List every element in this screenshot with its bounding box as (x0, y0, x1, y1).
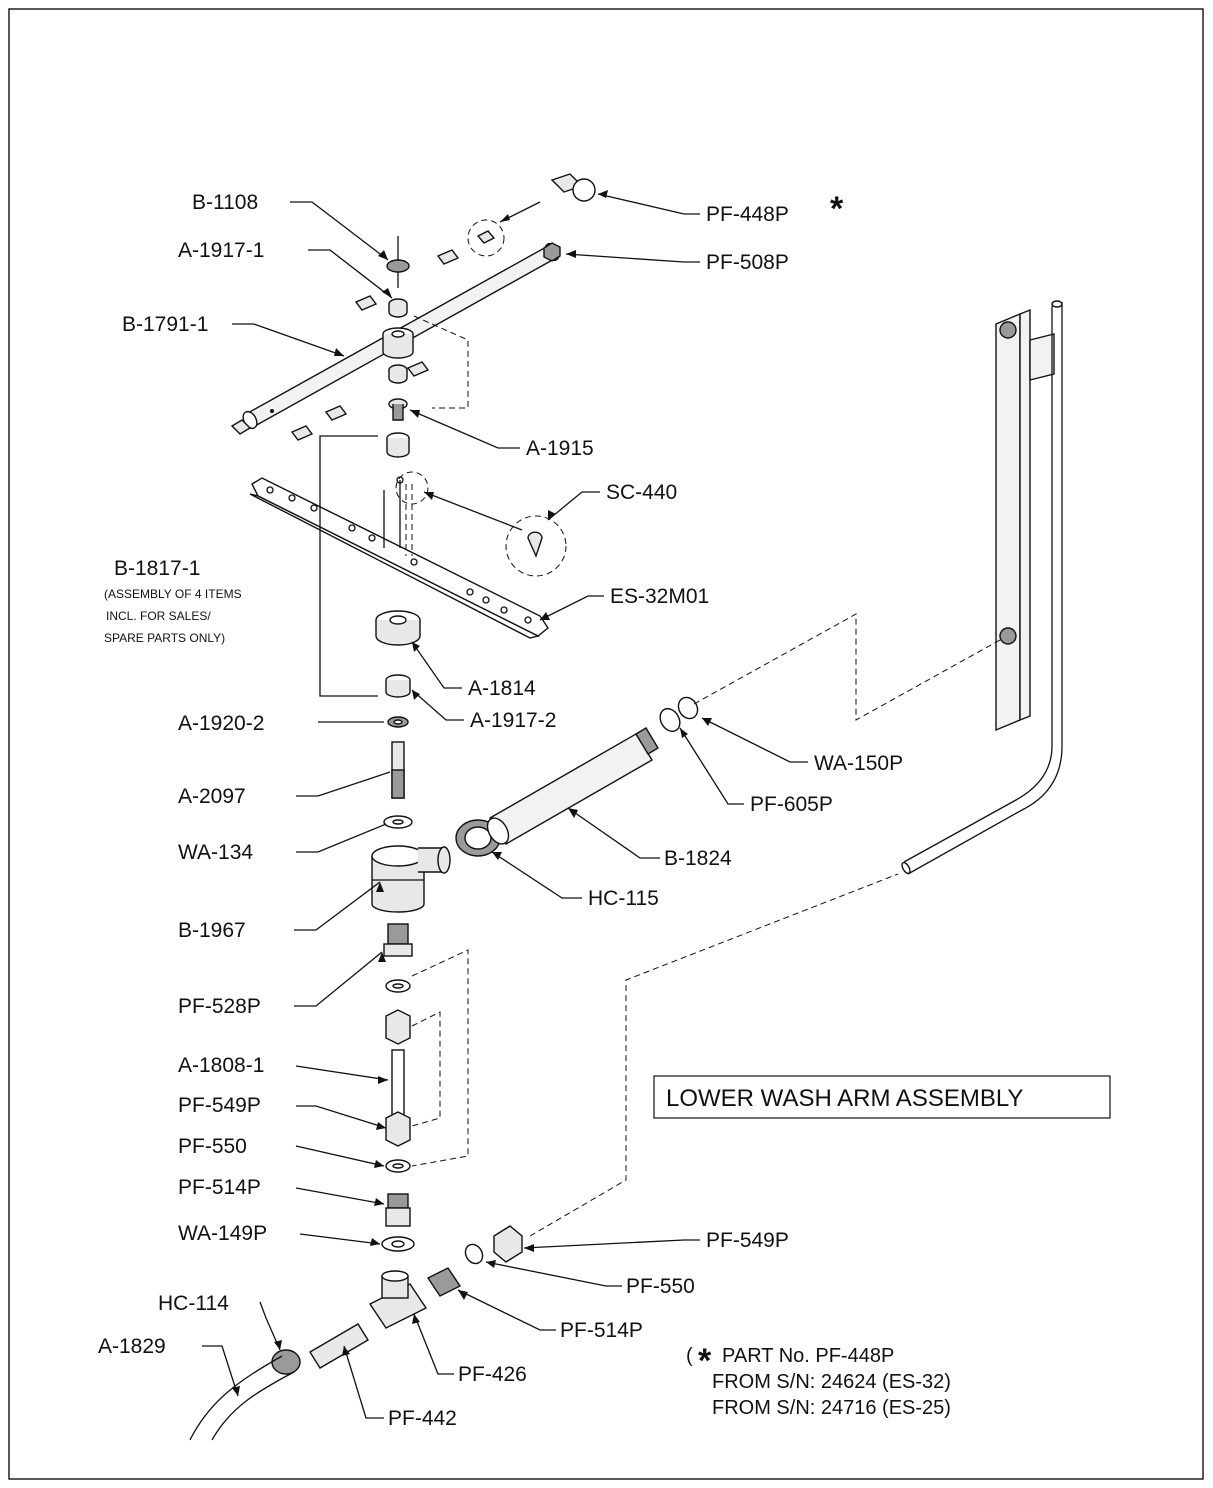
lower-wash-arm (249, 477, 549, 639)
supply-pipe (901, 300, 1063, 875)
label-hc115: HC-115 (588, 887, 659, 910)
pf605p-ring (659, 707, 681, 733)
vertical-manifold (995, 308, 1055, 732)
label-es32m01: ES-32M01 (610, 585, 709, 608)
footnote-line1: PART No. PF-448P (722, 1345, 894, 1367)
pf528p-fitting (383, 923, 413, 957)
b1824-tube (486, 727, 659, 845)
a1915-pin (388, 364, 408, 421)
nut-upper (385, 1009, 411, 1045)
assembly-note-line3: SPARE PARTS ONLY) (104, 631, 225, 645)
part-labels: B-1108 A-1917-1 B-1791-1 PF-448P * PF-50… (98, 190, 903, 1430)
pf514p-fitting-right (426, 1267, 462, 1297)
label-a1917-1: A-1917-1 (178, 239, 264, 262)
detail-circle-screw (505, 515, 567, 577)
b1967-housing (371, 845, 451, 913)
leader-lines (202, 193, 808, 1419)
label-b1817-1: B-1817-1 (114, 557, 200, 580)
label-a1917-2: A-1917-2 (470, 709, 556, 732)
label-a1814: A-1814 (468, 677, 536, 700)
end-cap-left (230, 419, 252, 435)
detail-circle-arm (395, 471, 429, 505)
title-box (653, 1075, 1111, 1119)
arrowheads (232, 190, 712, 1396)
label-pf514p-left: PF-514P (178, 1176, 261, 1199)
b1108-knob (386, 236, 410, 288)
hc114-clamp (271, 1349, 301, 1375)
assembly-note-line2: INCL. FOR SALES/ (106, 609, 211, 623)
label-a2097: A-2097 (178, 785, 246, 808)
wa134-washer (383, 815, 413, 829)
label-a1808-1: A-1808-1 (178, 1054, 264, 1077)
frame-border (8, 8, 1204, 1480)
label-a1920-2: A-1920-2 (178, 712, 264, 735)
footnote-line2: FROM S/N: 24624 (ES-32) (712, 1371, 951, 1393)
pf508p-nut (543, 242, 561, 262)
pf549p-nut-left (385, 1111, 411, 1147)
detail-circle-nozzle (467, 219, 505, 257)
label-wa150p: WA-150P (814, 752, 903, 775)
pf448p-nozzle (550, 173, 596, 202)
pf426-tee (368, 1270, 428, 1329)
label-pf550-left: PF-550 (178, 1135, 247, 1158)
spacer-bushing (386, 432, 410, 458)
pf442-barb (309, 1323, 369, 1369)
label-pf605p: PF-605P (750, 793, 833, 816)
label-pf508p: PF-508P (706, 251, 789, 274)
label-b1108: B-1108 (192, 191, 258, 214)
a1920-2-nut (387, 716, 409, 728)
dash-right-lower (529, 873, 899, 1237)
dash-left-2 (411, 1011, 441, 1127)
label-pf448p: PF-448P (706, 203, 789, 226)
a1917-1-bushing (388, 298, 408, 318)
label-pf426: PF-426 (458, 1363, 527, 1386)
assembly-bracket (319, 435, 378, 697)
footnote: ( * PART No. PF-448P FROM S/N: 24624 (ES… (686, 1342, 951, 1419)
label-hc114: HC-114 (158, 1292, 229, 1315)
a2097-shaft (391, 741, 405, 799)
label-pf528p: PF-528P (178, 995, 261, 1018)
label-sc440: SC-440 (606, 481, 677, 504)
a1917-2-bushing (385, 674, 411, 698)
assembly-note-line1: (ASSEMBLY OF 4 ITEMS (104, 587, 242, 601)
dash-hub-ref (413, 315, 469, 409)
label-b1824: B-1824 (664, 847, 732, 870)
footnote-paren: ( (686, 1345, 693, 1367)
footnote-star: * (698, 1342, 712, 1380)
a1829-hose (189, 1355, 283, 1441)
diagram-title: LOWER WASH ARM ASSEMBLY (666, 1085, 1023, 1112)
label-b1967: B-1967 (178, 919, 246, 942)
pf514p-fitting-left (385, 1193, 411, 1227)
label-pf514p-right: PF-514P (560, 1319, 643, 1342)
pf550-washer-right (464, 1243, 484, 1265)
label-pf442: PF-442 (388, 1407, 457, 1430)
dash-right-upper (693, 613, 1001, 721)
asterisk-mark: * (830, 190, 844, 228)
label-wa149p: WA-149P (178, 1222, 267, 1245)
label-pf549p-left: PF-549P (178, 1094, 261, 1117)
label-pf549p-right: PF-549P (706, 1229, 789, 1252)
a1814-flange (375, 610, 421, 646)
nozzles (290, 249, 460, 441)
screws (383, 476, 413, 556)
sc440-screw (527, 531, 543, 558)
label-pf550-right: PF-550 (626, 1275, 695, 1298)
hub (382, 327, 414, 359)
pf549p-nut-right (493, 1225, 523, 1263)
label-a1829: A-1829 (98, 1335, 166, 1358)
detail-nozzle (476, 230, 496, 244)
label-a1915: A-1915 (526, 437, 594, 460)
footnote-line3: FROM S/N: 24716 (ES-25) (712, 1397, 951, 1419)
dash-left-1 (411, 949, 469, 1167)
a1808-1-pipe (391, 1049, 405, 1117)
label-b1791-1: B-1791-1 (122, 313, 208, 336)
label-wa134: WA-134 (178, 841, 253, 864)
